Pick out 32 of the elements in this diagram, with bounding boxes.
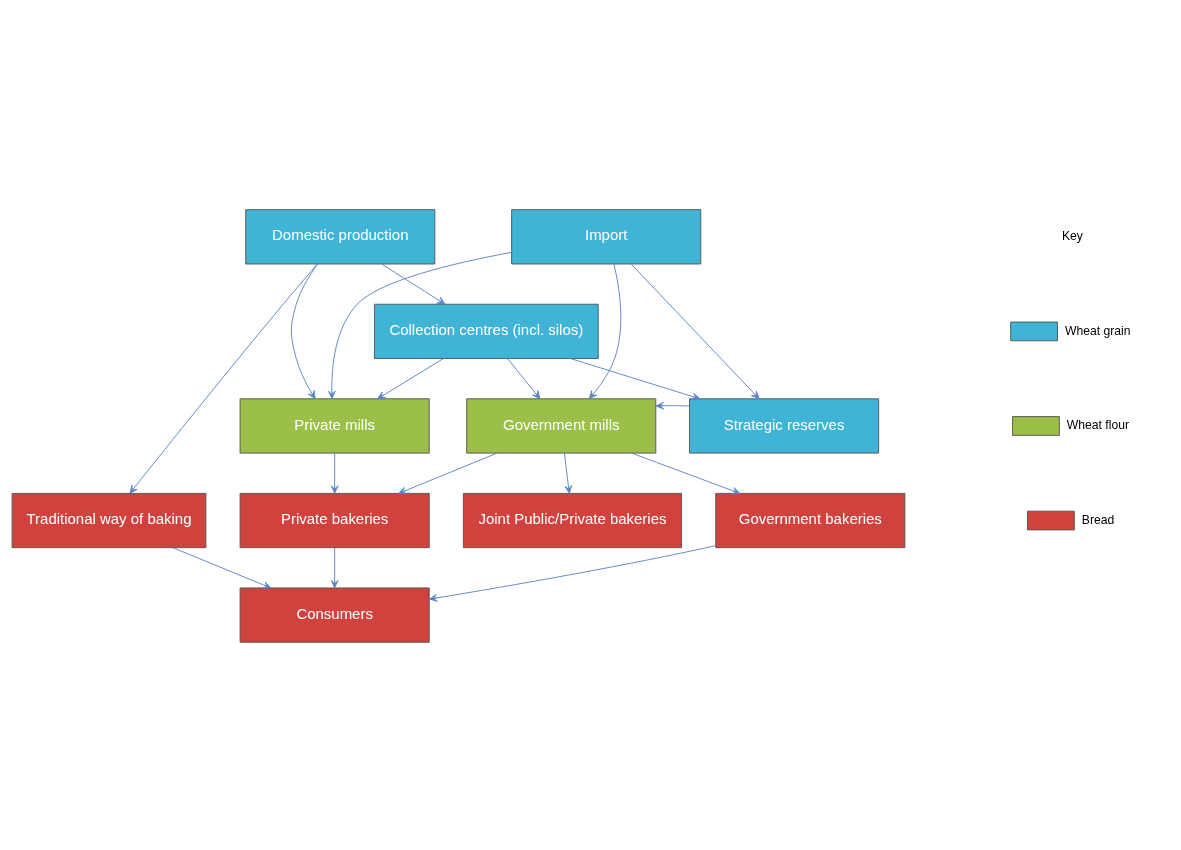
legend-label: Bread: [1081, 512, 1115, 527]
arrow: [429, 544, 717, 602]
arrow: [330, 452, 339, 494]
arrow: [655, 401, 690, 410]
node-box: Private mills: [239, 397, 430, 454]
arrow: [330, 546, 339, 588]
node-box: Domestic production: [245, 208, 436, 264]
arrow: [381, 263, 446, 305]
arrow: [563, 452, 573, 494]
node-box: Government mills: [466, 397, 657, 454]
node-box: Import: [511, 208, 702, 264]
node-box: Traditional way of baking: [11, 492, 207, 548]
arrow: [507, 357, 541, 399]
node-box: Consumers: [239, 587, 430, 643]
arrow: [630, 263, 760, 399]
arrow: [290, 263, 319, 399]
label: Key: [1061, 228, 1083, 243]
arrow: [588, 263, 622, 399]
legend-label: Wheat grain: [1064, 323, 1131, 338]
node-box: Government bakeries: [715, 492, 906, 548]
arrow: [398, 452, 498, 494]
node-box: Private bakeries: [239, 492, 430, 548]
node-box: Strategic reserves: [689, 397, 880, 454]
arrow: [377, 357, 444, 399]
arrow: [172, 546, 272, 589]
arrow: [631, 452, 741, 494]
arrow: [570, 357, 701, 400]
legend-label: Wheat flour: [1066, 417, 1130, 432]
arrow: [129, 263, 318, 494]
node-box: Collection centres (incl. silos): [373, 303, 599, 359]
node-box: Joint Public/Private bakeries: [462, 492, 683, 548]
arrow: [328, 251, 513, 399]
